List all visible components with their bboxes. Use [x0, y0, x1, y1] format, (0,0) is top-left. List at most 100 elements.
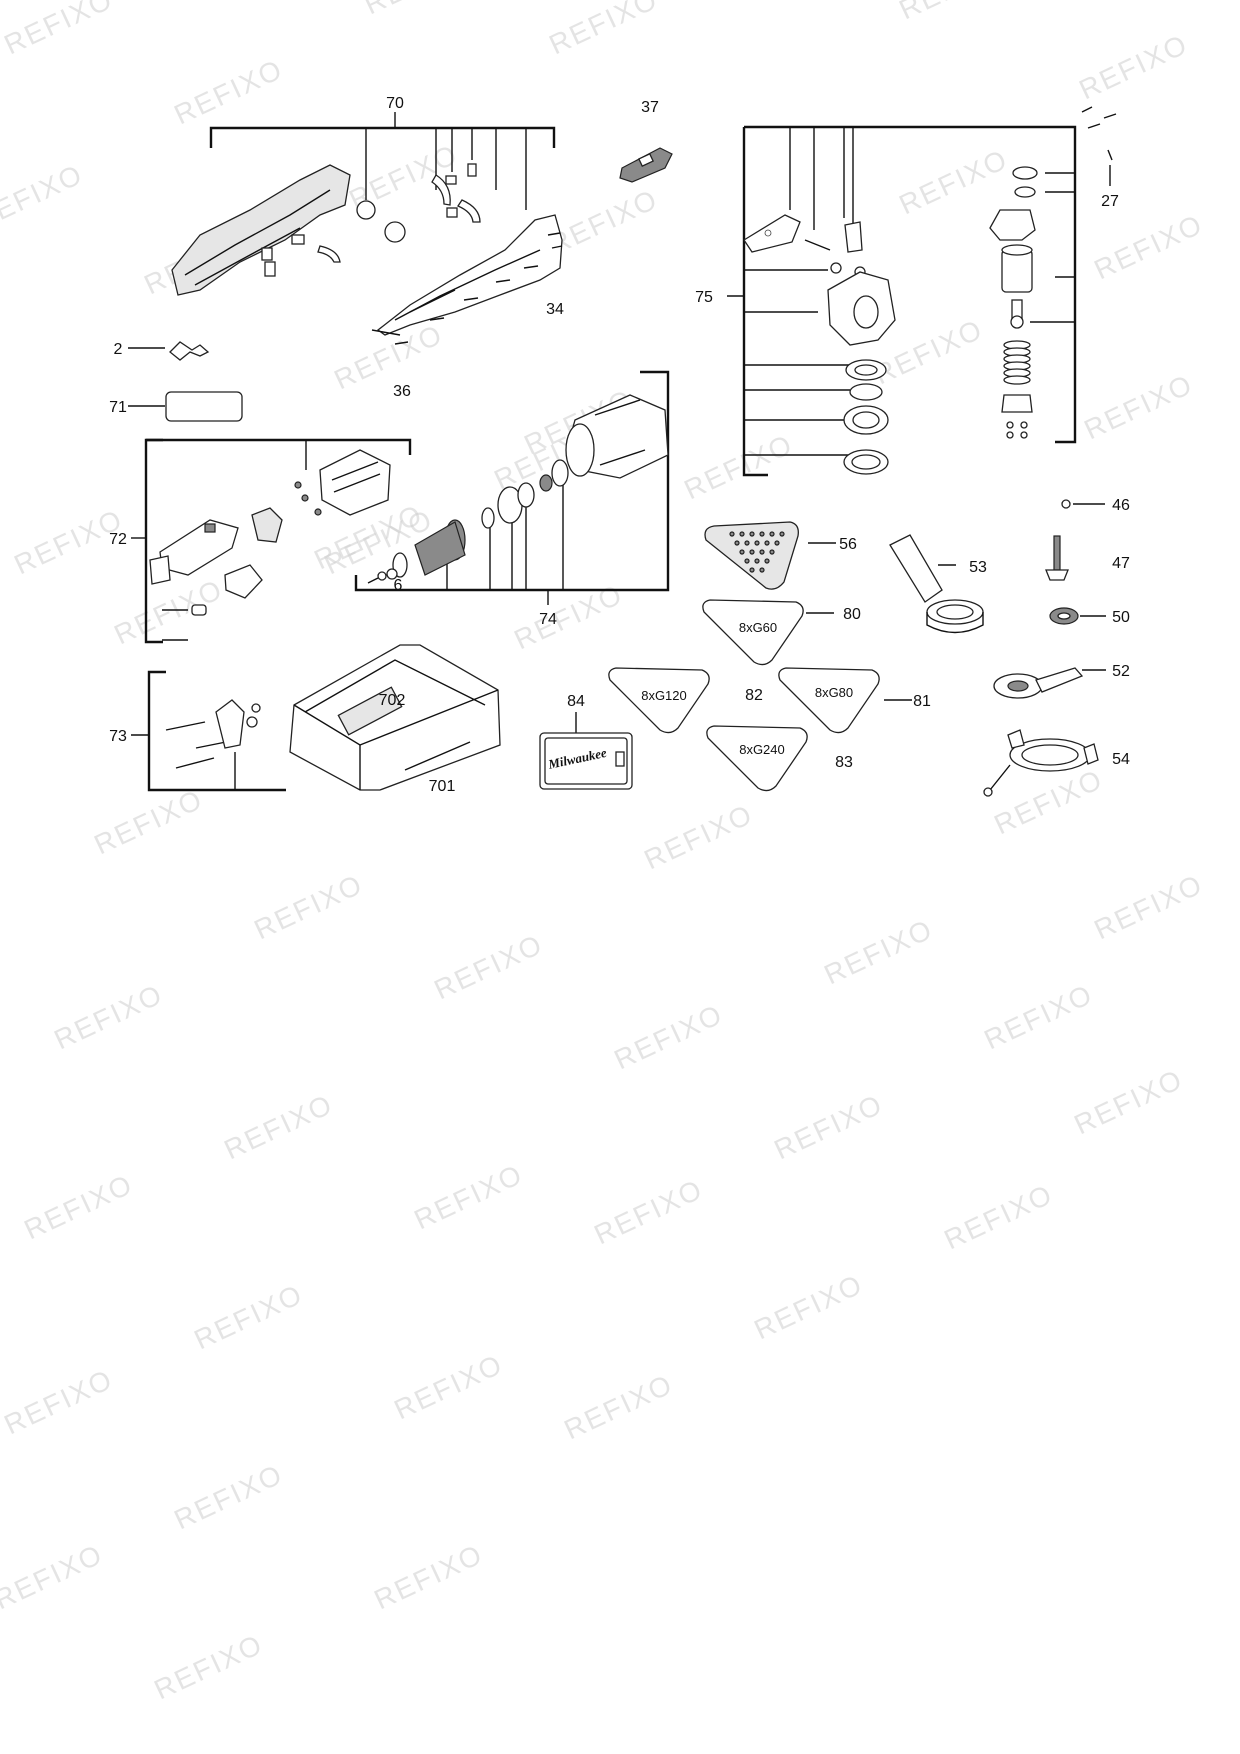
label-83: 83 [835, 754, 853, 771]
part-56-sanding-pad: 56 [704, 521, 857, 590]
part-81-sanding-sheet: 8xG80 81 [778, 667, 931, 734]
label-50: 50 [1112, 609, 1130, 626]
pad-hole [749, 567, 755, 573]
pad-hole [749, 531, 755, 537]
label-47: 47 [1112, 555, 1130, 572]
watermark-text: REFIXO [894, 0, 1012, 25]
grit-83: 8xG240 [739, 742, 785, 757]
watermark-text: REFIXO [189, 1278, 307, 1355]
part-37-switch: 37 [619, 99, 673, 183]
watermark-text: REFIXO [559, 1368, 677, 1445]
watermark-text: REFIXO [429, 928, 547, 1005]
spring-coil [1003, 375, 1031, 385]
watermark-text: REFIXO [409, 1158, 527, 1235]
watermark-text: REFIXO [894, 143, 1012, 220]
label-75: 75 [695, 289, 713, 306]
pad-hole [754, 558, 760, 564]
part-84-info-card: Milwaukee 84 [539, 693, 633, 790]
watermark-text: REFIXO [1089, 868, 1207, 945]
part-47-screw: 47 [1045, 535, 1130, 581]
label-701: 701 [429, 778, 456, 795]
watermark-text: REFIXO [819, 913, 937, 990]
watermark-text: REFIXO [0, 0, 118, 60]
watermark-text: REFIXO [49, 978, 167, 1055]
grit-80: 8xG60 [739, 620, 777, 635]
assembly-73: 73 [109, 670, 286, 792]
part-27-screws: 27 [1081, 106, 1119, 210]
watermark-text: REFIXO [359, 0, 477, 20]
assembly-75-gear-head: 75 [695, 125, 1077, 477]
pad-hole [729, 531, 735, 537]
watermark-text: REFIXO [249, 868, 367, 945]
pad-hole [739, 549, 745, 555]
watermark-text: REFIXO [749, 1268, 867, 1345]
label-72: 72 [109, 531, 127, 548]
label-6: 6 [394, 577, 403, 594]
part-82-sanding-sheet: 8xG120 82 [608, 667, 763, 734]
label-2: 2 [114, 341, 123, 358]
watermark-text: REFIXO [1069, 1063, 1187, 1140]
watermark-text: REFIXO [989, 763, 1107, 840]
part-2-clip: 2 [114, 341, 210, 361]
label-53: 53 [969, 559, 987, 576]
watermark-text: REFIXO [109, 573, 227, 650]
pad-hole [759, 549, 765, 555]
label-27: 27 [1101, 193, 1119, 210]
label-74: 74 [539, 611, 557, 628]
label-702: 702 [379, 692, 406, 709]
part-52-saw-blade: 52 [993, 663, 1130, 699]
watermark-text: REFIXO [149, 1628, 267, 1705]
watermark-text: REFIXO [1079, 368, 1197, 445]
label-71: 71 [109, 399, 127, 416]
label-37: 37 [641, 99, 659, 116]
part-46-washer: 46 [1061, 497, 1130, 514]
grit-82: 8xG120 [641, 688, 687, 703]
watermark-text: REFIXO [769, 1088, 887, 1165]
carry-case-701: 702 701 [289, 644, 501, 795]
watermark-text: REFIXO [979, 978, 1097, 1055]
watermark-text: REFIXO [389, 1348, 507, 1425]
watermark-text: REFIXO [89, 783, 207, 860]
watermark-text: REFIXO [544, 0, 662, 60]
watermark-text: REFIXO [589, 1173, 707, 1250]
watermark-text: REFIXO [0, 1538, 108, 1615]
pad-hole [759, 531, 765, 537]
watermark-text: REFIXO [939, 1178, 1057, 1255]
watermark-text: REFIXO [369, 1538, 487, 1615]
watermark-text: REFIXO [169, 1458, 287, 1535]
label-84: 84 [567, 693, 585, 710]
label-56: 56 [839, 536, 857, 553]
watermark-text: REFIXO [639, 798, 757, 875]
pad-hole [734, 540, 740, 546]
assembly-72-electronics: 72 [109, 438, 412, 644]
watermark-text: REFIXO [609, 998, 727, 1075]
label-54: 54 [1112, 751, 1130, 768]
pad-hole [764, 558, 770, 564]
label-46: 46 [1112, 497, 1130, 514]
label-36: 36 [393, 383, 411, 400]
pad-hole [744, 540, 750, 546]
watermark-text: REFIXO [679, 428, 797, 505]
label-70: 70 [386, 95, 404, 112]
screw-set [394, 232, 563, 345]
label-52: 52 [1112, 663, 1130, 680]
pad-hole [779, 531, 785, 537]
watermark-text: REFIXO [544, 183, 662, 260]
pad-hole [769, 549, 775, 555]
pad-hole [769, 531, 775, 537]
watermark-text: REFIXO [219, 1088, 337, 1165]
label-34: 34 [546, 301, 564, 318]
label-80: 80 [843, 606, 861, 623]
watermark-text: REFIXO [19, 1168, 137, 1245]
pad-hole [754, 540, 760, 546]
pad-hole [759, 567, 765, 573]
part-71-label-plate: 71 [109, 391, 243, 422]
pad-hole [774, 540, 780, 546]
pad-hole [749, 549, 755, 555]
watermark-text: REFIXO [0, 1363, 118, 1440]
label-82: 82 [745, 687, 763, 704]
pad-hole [739, 531, 745, 537]
part-53-dust-nozzle: 53 [889, 534, 987, 634]
watermark-text: REFIXO [0, 158, 88, 235]
